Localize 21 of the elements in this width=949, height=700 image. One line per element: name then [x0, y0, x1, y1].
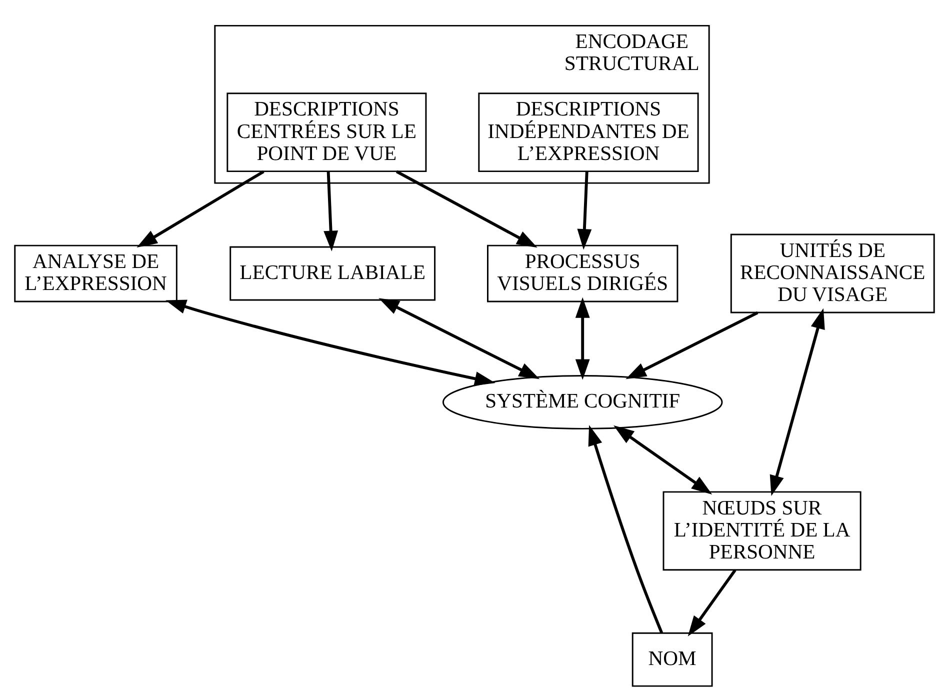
arrow	[577, 172, 592, 250]
arrow	[626, 311, 758, 380]
arrow	[688, 569, 736, 636]
arrow	[770, 308, 825, 496]
arrow	[378, 298, 540, 380]
arrow	[588, 424, 664, 634]
arrow	[136, 170, 264, 248]
node-box: DESCRIPTIONS CENTRÉES SUR LE POINT DE VUE	[226, 92, 427, 172]
node-box: LECTURE LABIALE	[230, 246, 436, 301]
node-box: ANALYSE DE L’EXPRESSION	[14, 244, 178, 302]
node-box: NOM	[632, 632, 713, 687]
arrow	[396, 170, 538, 248]
arrow	[614, 425, 712, 494]
node-box: DESCRIPTIONS INDÉPENDANTES DE L’EXPRESSION	[478, 92, 699, 172]
node-box: PROCESSUS VISUELS DIRIGÉS	[487, 244, 678, 302]
node-box: UNITÉS DE RECONNAISSANCE DU VISAGE	[730, 234, 935, 314]
node-box: NŒUDS SUR L’IDENTITÉ DE LA PERSONNE	[662, 491, 862, 571]
node-ellipse: SYSTÈME COGNITIF	[442, 375, 723, 430]
arrow	[324, 172, 338, 252]
arrow	[166, 300, 496, 386]
arrow	[575, 297, 590, 380]
